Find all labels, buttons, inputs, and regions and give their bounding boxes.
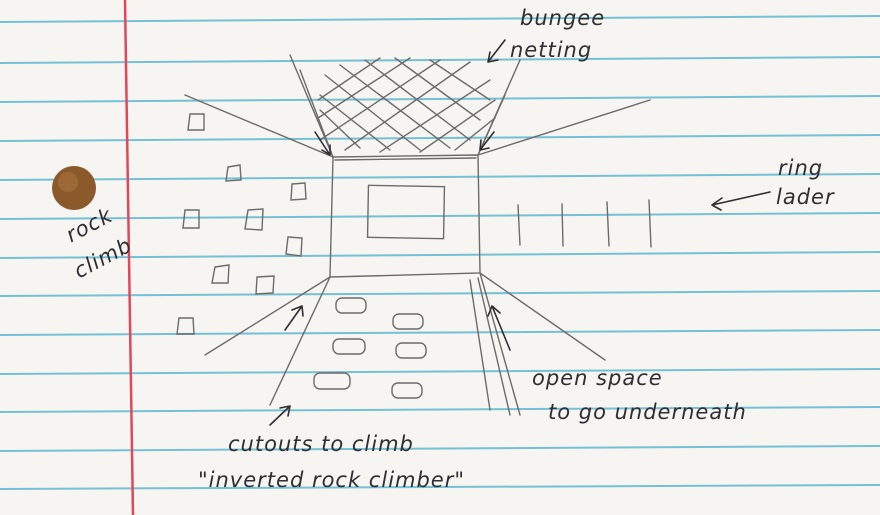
open-space-label-line2: to go underneath: [548, 400, 747, 424]
bungee-netting-label-line1: bungee: [520, 6, 605, 30]
open-space-label-line1: open space: [532, 366, 663, 390]
bungee-netting-label-line2: netting: [510, 38, 592, 62]
ring-ladder-label-line2: lader: [776, 185, 835, 209]
cutouts-label-line2: "inverted rock climber": [198, 468, 465, 492]
room-sketch: [177, 55, 651, 415]
ring-ladder-label-line1: ring: [778, 156, 823, 180]
cutouts-label-line1: cutouts to climb: [228, 432, 414, 456]
